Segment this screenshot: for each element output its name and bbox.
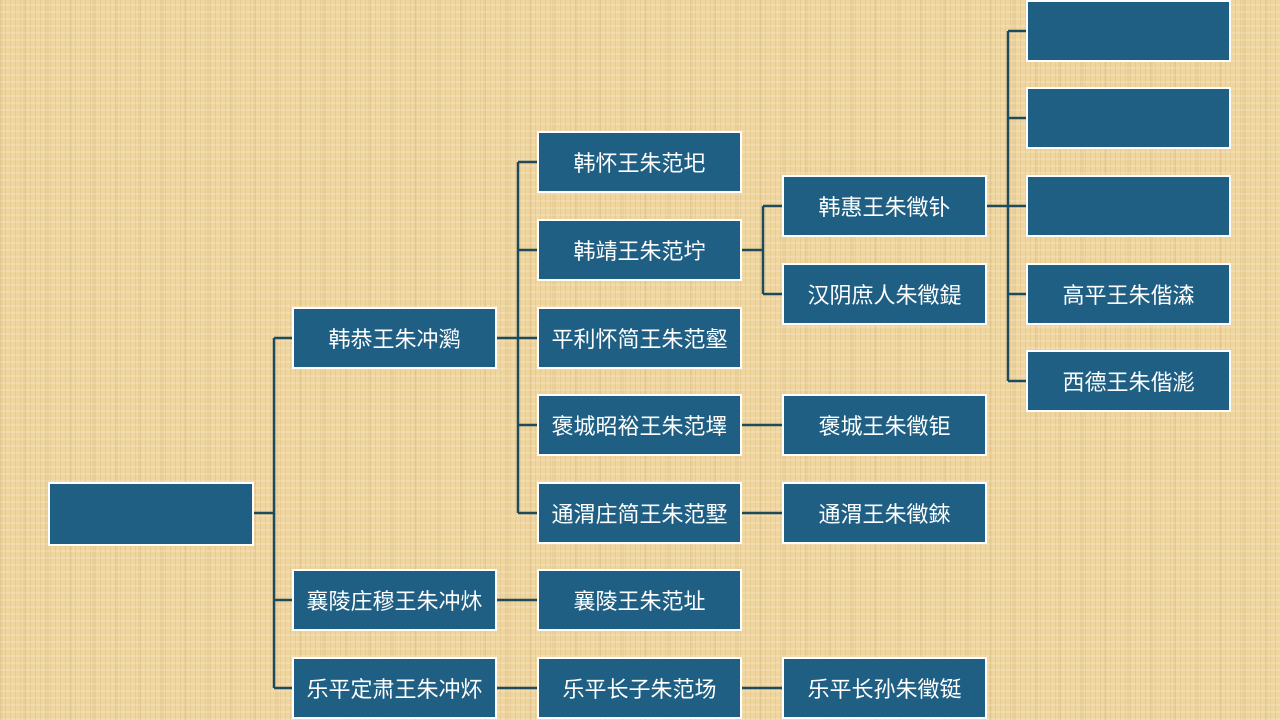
node-h5-label: 乐平长孙朱徵铤 bbox=[807, 678, 962, 703]
node-k2[interactable] bbox=[1026, 87, 1231, 149]
node-g5[interactable]: 通渭庄简王朱范墅 bbox=[537, 482, 742, 544]
node-c1-label: 韩恭王朱冲㶉 bbox=[328, 328, 461, 353]
node-k3[interactable] bbox=[1026, 175, 1231, 237]
node-k5[interactable]: 西德王朱偕滮 bbox=[1026, 350, 1231, 412]
node-k1[interactable] bbox=[1026, 0, 1231, 62]
node-g4-label: 褒城昭裕王朱范墿 bbox=[551, 415, 728, 440]
node-k5-label: 西德王朱偕滮 bbox=[1062, 371, 1195, 396]
node-g2-label: 韩靖王朱范坾 bbox=[573, 240, 706, 265]
node-c1[interactable]: 韩恭王朱冲㶉 bbox=[292, 307, 497, 369]
node-h1[interactable]: 韩惠王朱徵钋 bbox=[782, 175, 987, 237]
node-g1-label: 韩怀王朱范圯 bbox=[573, 152, 706, 177]
node-g6-label: 襄陵王朱范址 bbox=[573, 590, 706, 615]
node-g1[interactable]: 韩怀王朱范圯 bbox=[537, 131, 742, 193]
node-g3[interactable]: 平利怀简王朱范壑 bbox=[537, 307, 742, 369]
node-g7-label: 乐平长子朱范场 bbox=[562, 678, 717, 703]
node-h1-label: 韩惠王朱徵钋 bbox=[818, 196, 951, 221]
node-c2[interactable]: 襄陵庄穆王朱冲炑 bbox=[292, 569, 497, 631]
node-h2-label: 汉阴庶人朱徵鍉 bbox=[807, 284, 962, 309]
node-k4-label: 高平王朱偕潹 bbox=[1062, 284, 1195, 309]
node-g5-label: 通渭庄简王朱范墅 bbox=[551, 503, 728, 528]
node-h3-label: 褒城王朱徵钜 bbox=[818, 415, 951, 440]
node-h5[interactable]: 乐平长孙朱徵铤 bbox=[782, 657, 987, 719]
node-g3-label: 平利怀简王朱范壑 bbox=[551, 328, 728, 353]
node-h4-label: 通渭王朱徵錸 bbox=[818, 503, 951, 528]
node-root[interactable] bbox=[48, 482, 254, 546]
node-h4[interactable]: 通渭王朱徵錸 bbox=[782, 482, 987, 544]
node-c3-label: 乐平定肃王朱冲炋 bbox=[306, 678, 483, 703]
node-g2[interactable]: 韩靖王朱范坾 bbox=[537, 219, 742, 281]
node-h2[interactable]: 汉阴庶人朱徵鍉 bbox=[782, 263, 987, 325]
node-c3[interactable]: 乐平定肃王朱冲炋 bbox=[292, 657, 497, 719]
node-g7[interactable]: 乐平长子朱范场 bbox=[537, 657, 742, 719]
node-k4[interactable]: 高平王朱偕潹 bbox=[1026, 263, 1231, 325]
node-g4[interactable]: 褒城昭裕王朱范墿 bbox=[537, 394, 742, 456]
node-g6[interactable]: 襄陵王朱范址 bbox=[537, 569, 742, 631]
node-h3[interactable]: 褒城王朱徵钜 bbox=[782, 394, 987, 456]
node-c2-label: 襄陵庄穆王朱冲炑 bbox=[306, 590, 483, 615]
